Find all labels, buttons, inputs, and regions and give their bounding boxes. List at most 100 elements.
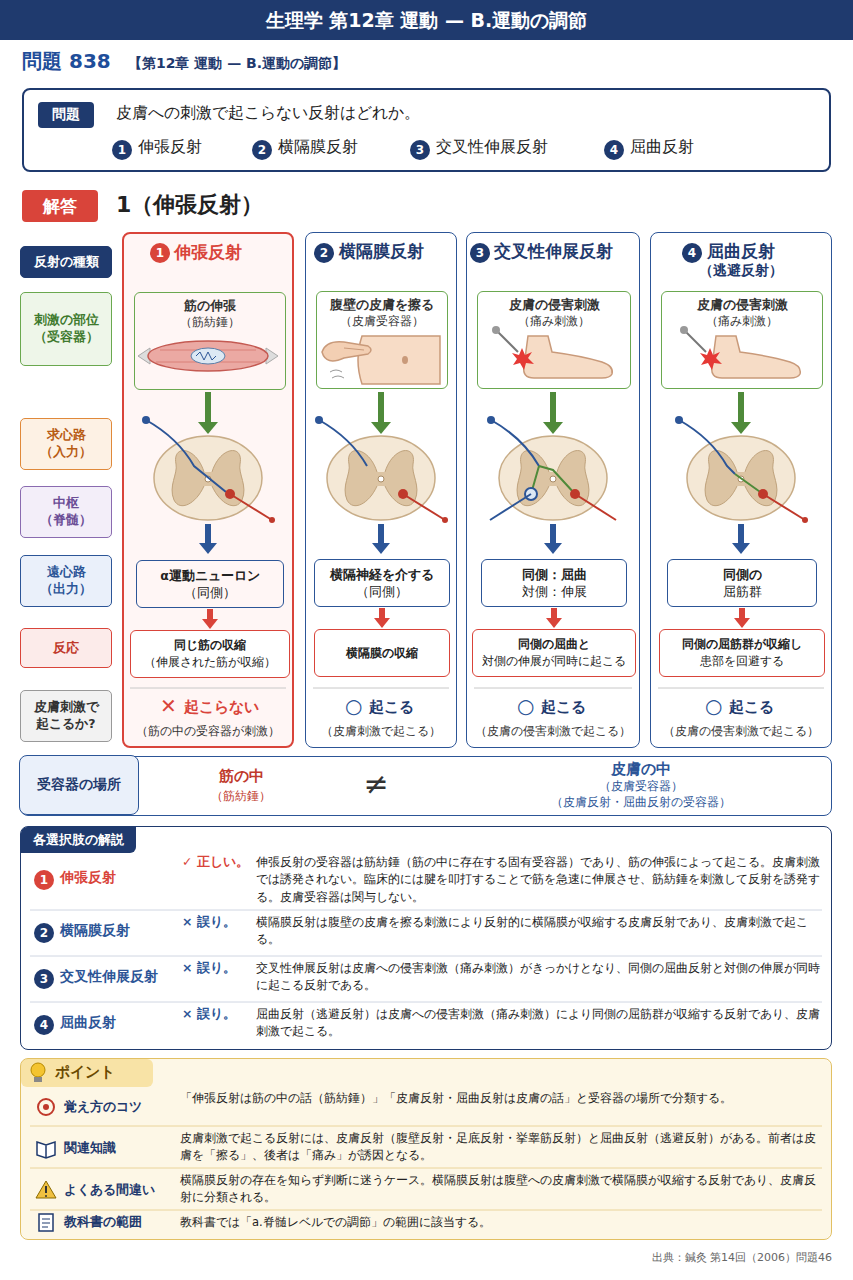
node-text: （脊髄） xyxy=(40,512,92,529)
label: 横隔膜反射の存在を知らず判断に迷うケース。横隔膜反射は腹壁への皮膚刺激で横隔膜が… xyxy=(180,1172,826,1207)
node-text: ≠ xyxy=(351,769,401,799)
muscle-spindle xyxy=(138,341,278,371)
node-text: 筋の伸張 xyxy=(184,298,236,315)
label: よくある間違い xyxy=(64,1182,176,1199)
callout-number: 1 xyxy=(112,140,132,160)
node-text: 刺激の部位 xyxy=(34,312,99,329)
node-text: （同側） xyxy=(184,584,236,602)
node-text: 同じ筋の収縮 xyxy=(174,637,246,654)
row-separators xyxy=(30,910,822,1210)
node-text: 中枢 xyxy=(53,495,79,512)
label: ✓ 正しい。 xyxy=(182,854,254,871)
receptor-tag: 受容器の場所 xyxy=(19,755,139,815)
abdomen-hand xyxy=(322,336,440,384)
callout-number: 3 xyxy=(410,140,430,160)
node-text: 皮膚刺激で xyxy=(34,699,99,716)
callout-number: 1 xyxy=(34,870,54,890)
node-text: 横隔神経を介する xyxy=(330,566,434,584)
label: ○ xyxy=(705,694,722,718)
stimulus-box: 皮膚の侵害刺激（痛み刺激） xyxy=(477,291,631,389)
callout-number: 3 xyxy=(470,243,490,263)
node-text: 腹壁の皮膚を擦る xyxy=(330,297,434,314)
node-text: 同側の屈曲と xyxy=(518,636,590,653)
node-text: 横隔膜反射 xyxy=(339,241,424,262)
question-tag: 問題 xyxy=(38,102,94,128)
node-text: （伸展された筋が収縮） xyxy=(144,654,276,671)
label: （皮膚の侵害刺激で起こる） xyxy=(468,724,638,739)
label: 起こらない xyxy=(184,698,259,717)
arrow-head xyxy=(734,618,750,628)
label: 交叉性伸展反射は皮膚への侵害刺激（痛み刺激）がきっかけとなり、同側の屈曲反射と対… xyxy=(256,960,826,995)
node-text: 対側の伸展が同時に起こる xyxy=(482,653,626,670)
node-text: （筋紡錘） xyxy=(180,315,240,330)
label: （皮膚の侵害刺激で起こる） xyxy=(652,724,830,739)
node-text: 対側：伸展 xyxy=(522,583,587,601)
label: 屈曲反射（逃避反射）は皮膚への侵害刺激（痛み刺激）により同側の屈筋群が収縮する反… xyxy=(256,1006,826,1041)
label: 起こる xyxy=(541,698,586,717)
node-text: α運動ニューロン xyxy=(160,567,260,585)
node-text: 伸張反射 xyxy=(174,242,242,263)
page-title: 生理学 第12章 運動 — B.運動の調節 xyxy=(0,0,853,40)
point-panel-ground xyxy=(21,1059,831,1239)
arrow-head xyxy=(374,618,390,628)
arrow-head xyxy=(202,619,218,629)
label: （筋の中の受容器が刺激） xyxy=(124,724,292,739)
label: 横隔膜反射は腹壁の皮膚を擦る刺激により反射的に横隔膜が収縮する皮膚反射であり、皮… xyxy=(256,914,826,949)
node-text: （逃避反射） xyxy=(699,262,783,280)
node-text: 屈曲反射 xyxy=(707,241,775,262)
row-label: 皮膚刺激で起こるか? xyxy=(20,690,112,742)
foot-pain xyxy=(492,326,800,378)
reflex-card: 横隔膜反射腹壁の皮膚を擦る（皮膚受容器） 横隔神経を介する（同側） 横隔膜の収縮 xyxy=(305,232,457,748)
callout-number: 3 xyxy=(34,969,54,989)
callout-number: 2 xyxy=(314,243,334,263)
arrow-head xyxy=(546,618,562,628)
node-text: （同側） xyxy=(356,583,408,601)
row-label: 求心路（入力） xyxy=(20,418,112,470)
label: 教科書では「a.脊髄レベルでの調節」の範囲に該当する。 xyxy=(180,1214,826,1231)
stimulus-box: 腹壁の皮膚を擦る（皮膚受容器） xyxy=(316,291,448,389)
efferent-box: 同側の屈筋群 xyxy=(667,559,817,607)
label: 起こる xyxy=(729,698,774,717)
arrow-shaft xyxy=(207,609,213,620)
answer-tag: 解答 xyxy=(22,190,98,222)
label: 伸張反射 xyxy=(60,869,178,887)
callout-number: 2 xyxy=(34,923,54,943)
flow-arrow xyxy=(734,608,750,628)
node-text: 皮膚への刺激で起こらない反射はどれか。 xyxy=(116,103,420,124)
node-text: 同側：屈曲 xyxy=(522,566,587,584)
arrow-shaft xyxy=(379,608,385,619)
label: 起こる xyxy=(369,698,414,717)
node-text: （出力） xyxy=(40,581,92,598)
receptor-panel: 筋の中（筋紡錘）≠皮膚の中（皮膚受容器）（皮膚反射・屈曲反射の受容器）受容器の場… xyxy=(20,756,832,816)
callout-number: 4 xyxy=(682,243,702,263)
node-text: （皮膚受容器） xyxy=(340,314,424,329)
card-dividers xyxy=(130,688,824,689)
label: 【第12章 運動 — B.運動の調節】 xyxy=(128,55,346,73)
arrow-shaft xyxy=(739,608,745,619)
node-text: 皮膚の侵害刺激 xyxy=(697,297,788,314)
efferent-box: 同側：屈曲対側：伸展 xyxy=(481,559,627,607)
response-box: 同側の屈曲と対側の伸展が同時に起こる xyxy=(472,629,636,677)
node-text: 皮膚の侵害刺激 xyxy=(509,297,600,314)
node-text: 反射の種類 xyxy=(34,254,99,271)
node-text: 反応 xyxy=(53,640,79,657)
label: ○ xyxy=(517,694,534,718)
label: 教科書の範囲 xyxy=(64,1214,176,1231)
label: 屈曲反射 xyxy=(630,137,694,158)
label: 伸張反射の受容器は筋紡錘（筋の中に存在する固有受容器）であり、筋の伸張によって起… xyxy=(256,854,826,906)
response-box: 横隔膜の収縮 xyxy=(314,629,450,677)
label: 伸張反射 xyxy=(138,137,202,158)
flow-arrow xyxy=(202,609,218,629)
card-tint xyxy=(123,233,293,747)
node-text: （痛み刺激） xyxy=(518,314,590,329)
node-text: 起こるか? xyxy=(36,716,95,733)
response-box: 同じ筋の収縮（伸展された筋が収縮） xyxy=(130,630,290,678)
label: × 誤り。 xyxy=(182,914,254,931)
arrow-shaft xyxy=(551,608,557,619)
label: 問題 838 xyxy=(22,48,111,75)
node-text: 屈筋群 xyxy=(723,583,762,601)
efferent-box: α運動ニューロン（同側） xyxy=(136,560,284,608)
node-text: （皮膚受容器） xyxy=(531,778,751,795)
label: ○ xyxy=(345,694,362,718)
